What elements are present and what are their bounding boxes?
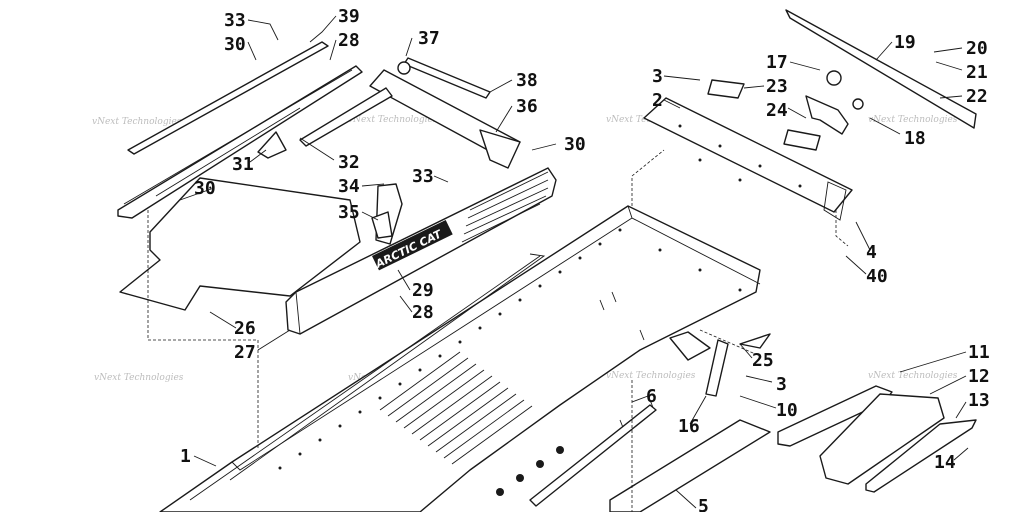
- callout-number: 33: [224, 10, 246, 31]
- assembly-lines: [147, 149, 849, 512]
- callout-number: 3: [776, 374, 787, 395]
- rear-bumper: [257, 57, 521, 169]
- callout-number: 28: [338, 30, 360, 51]
- floor-mat: [119, 177, 361, 311]
- callouts: 33 39 30 28 37 38 36 30 31 32 30 34 33 3…: [180, 6, 990, 512]
- callout-number: 5: [698, 496, 709, 512]
- callout-number: 2: [652, 90, 663, 111]
- callout-number: 25: [752, 350, 774, 371]
- callout-number: 39: [338, 6, 360, 27]
- callout-number: 32: [338, 152, 360, 173]
- callout-number: 16: [678, 416, 700, 437]
- callout-number: 24: [766, 100, 788, 121]
- watermark: vNext Technologies: [348, 115, 438, 125]
- callout-number: 10: [776, 400, 798, 421]
- small-parts: [669, 331, 771, 397]
- callout-number: 18: [904, 128, 926, 149]
- watermark: vNext Technologies: [94, 373, 184, 383]
- watermark: vNext Technologies: [868, 115, 958, 125]
- tunnel-chassis: [159, 205, 761, 512]
- callout-number: 35: [338, 202, 360, 223]
- callout-number: 36: [516, 96, 538, 117]
- callout-number: 4: [866, 242, 877, 263]
- callout-number: 22: [966, 86, 988, 107]
- watermark: vNext Technologies: [868, 371, 958, 381]
- callout-number: 1: [180, 446, 191, 467]
- callout-number: 37: [418, 28, 440, 49]
- callout-number: 34: [338, 176, 360, 197]
- callout-number: 33: [412, 166, 434, 187]
- callout-number: 19: [894, 32, 916, 53]
- callout-number: 17: [766, 52, 788, 73]
- callout-number: 30: [194, 178, 216, 199]
- callout-number: 30: [224, 34, 246, 55]
- callout-number: 38: [516, 70, 538, 91]
- callout-number: 11: [968, 342, 990, 363]
- watermark: vNext Technologies: [92, 117, 182, 127]
- tunnel-strip: [529, 404, 657, 507]
- footrest-parts: [117, 41, 363, 219]
- callout-number: 23: [766, 76, 788, 97]
- callout-number: 26: [234, 318, 256, 339]
- callout-number: 20: [966, 38, 988, 59]
- callout-number: 28: [412, 302, 434, 323]
- callout-number: 29: [412, 280, 434, 301]
- callout-number: 30: [564, 134, 586, 155]
- callout-number: 40: [866, 266, 888, 287]
- callout-number: 12: [968, 366, 990, 387]
- rear-plate-assembly: [643, 9, 977, 221]
- callout-number: 27: [234, 342, 256, 363]
- callout-number: 3: [652, 66, 663, 87]
- leader-lines: [179, 15, 969, 509]
- callout-number: 6: [646, 386, 657, 407]
- callout-number: 21: [966, 62, 988, 83]
- callout-number: 31: [232, 154, 254, 175]
- callout-number: 14: [934, 452, 956, 473]
- rear-side-brackets: [777, 385, 977, 493]
- watermark: vNext Technologies: [606, 371, 696, 381]
- side-rail: [609, 419, 771, 512]
- callout-number: 13: [968, 390, 990, 411]
